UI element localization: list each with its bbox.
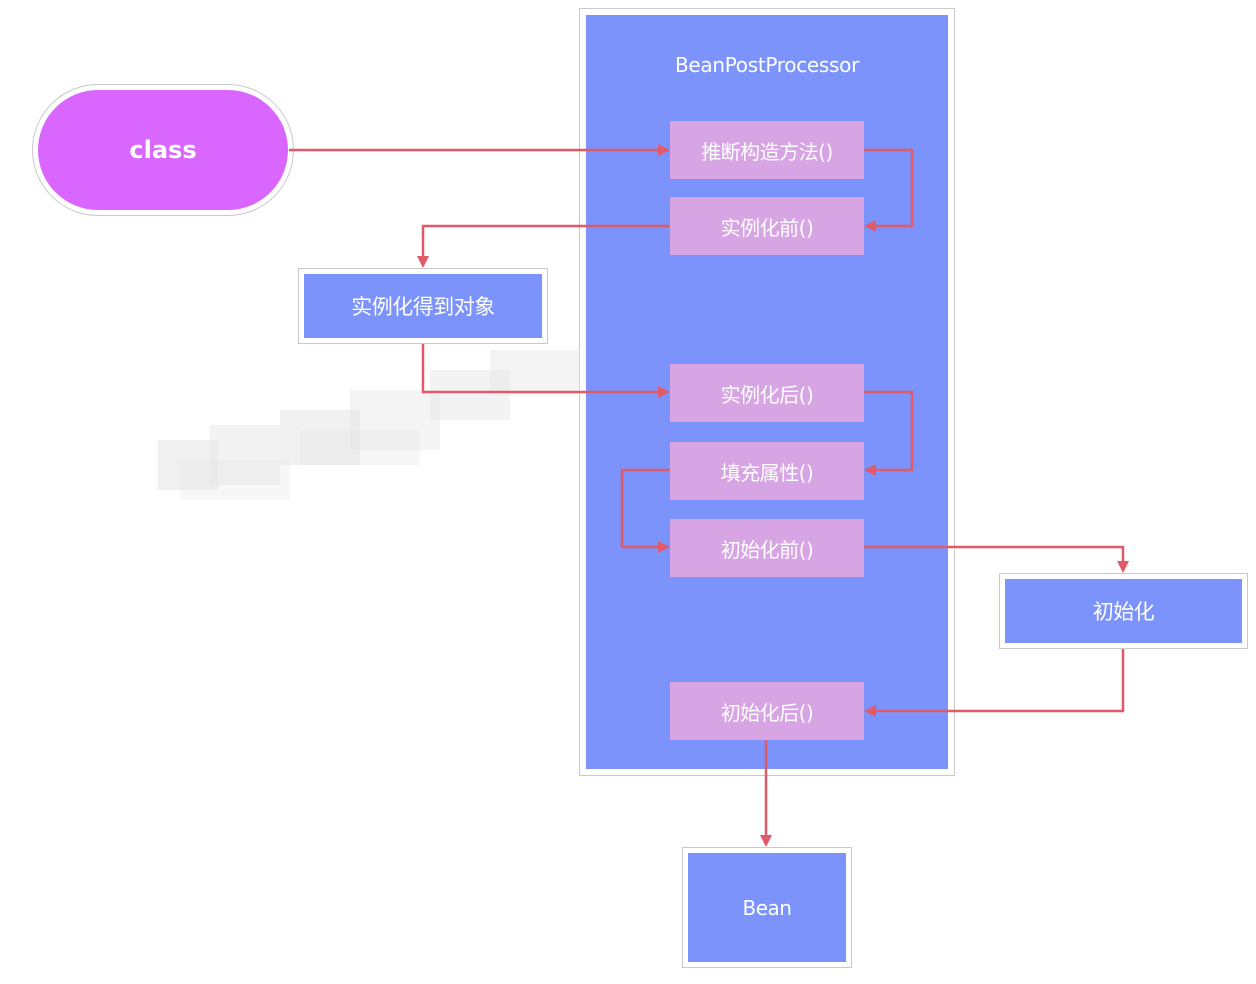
class-label: class [38, 90, 288, 210]
step-populate-properties: 填充属性() [670, 442, 864, 500]
initialize-node: 初始化 [999, 573, 1248, 649]
step-after-initialization: 初始化后() [670, 682, 864, 740]
class-node: class [32, 84, 294, 216]
instantiate-node: 实例化得到对象 [298, 268, 548, 344]
step-after-instantiation: 实例化后() [670, 364, 864, 422]
bean-label: Bean [688, 853, 846, 962]
bean-node: Bean [682, 847, 852, 968]
instantiate-label: 实例化得到对象 [304, 274, 542, 338]
initialize-label: 初始化 [1005, 579, 1242, 643]
step-infer-constructor: 推断构造方法() [670, 121, 864, 179]
step-before-instantiation: 实例化前() [670, 197, 864, 255]
blurred-watermark [150, 330, 590, 510]
step-before-initialization: 初始化前() [670, 519, 864, 577]
container-title: BeanPostProcessor [674, 53, 860, 77]
